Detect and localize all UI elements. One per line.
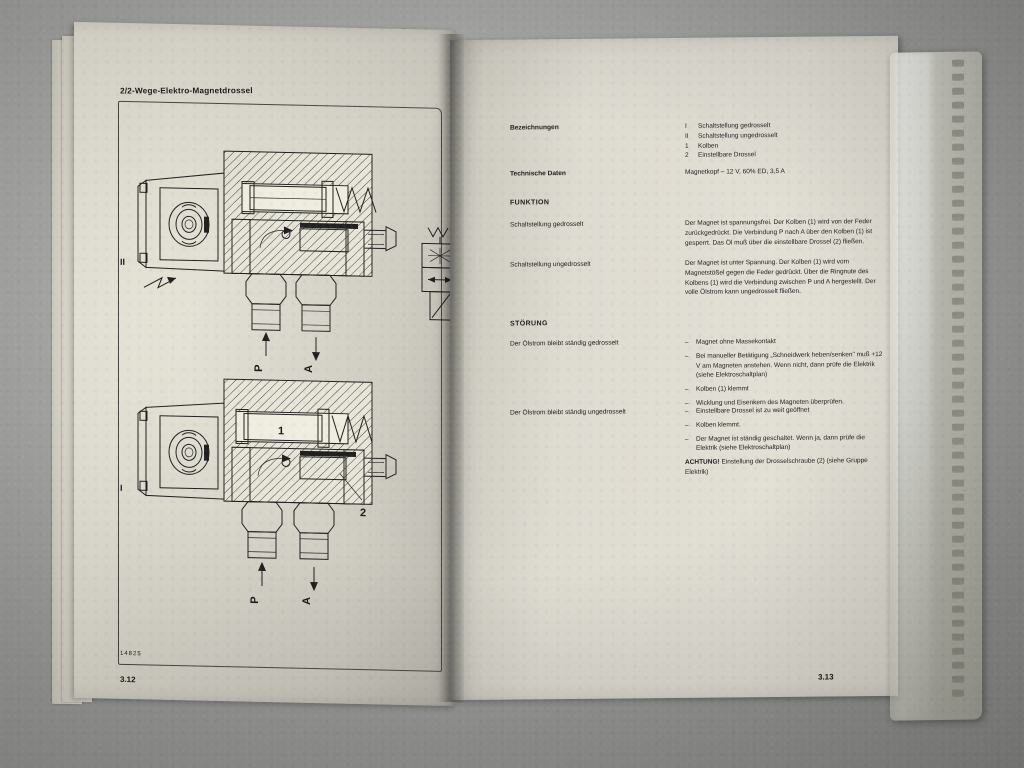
right-page: Bezeichnungen I Schaltstellung gedrossel…: [450, 35, 898, 701]
attention-note: ACHTUNG! Einstellung der Drosselschraube…: [685, 456, 885, 477]
binding-tooth: [952, 339, 964, 347]
binding-tooth: [952, 549, 964, 557]
svg-text:A: A: [303, 365, 315, 373]
binding-tooth: [952, 451, 964, 459]
funktion-entry-text: Der Magnet ist unter Spannung. Der Kolbe…: [685, 258, 876, 297]
binding-tooth: [952, 493, 964, 501]
callout-throttle-number: 2: [360, 507, 366, 519]
binding-tooth: [952, 367, 964, 375]
binding-tooth: [952, 619, 964, 627]
left-page: 2/2-Wege-Elektro-Magnetdrossel II I: [74, 21, 459, 707]
funktion-entry-label: Schaltstellung ungedrosselt: [510, 260, 591, 269]
stoerung-entry-bullets: Einstellbare Drossel ist zu weit geöffne…: [685, 405, 885, 482]
designation-key: I: [685, 122, 687, 130]
callout-piston-number: 1: [278, 425, 284, 437]
binding-tooth: [952, 311, 964, 319]
attention-label: ACHTUNG!: [685, 458, 720, 466]
binding-tooth: [952, 283, 964, 291]
binding-tooth: [952, 605, 964, 613]
binding-tooth: [952, 591, 964, 599]
binding-tooth: [952, 241, 964, 249]
technical-data-value: Magnetkopf – 12 V, 60% ED, 3,5 A: [685, 167, 785, 176]
binding-tooth: [952, 479, 964, 487]
designations-list: I Schaltstellung gedrosselt II Schaltste…: [685, 120, 885, 161]
binding-tooth: [952, 199, 964, 207]
binding-tooth: [952, 689, 964, 697]
designation-text: Einstellbare Drossel: [698, 151, 756, 160]
binding-tooth: [952, 171, 964, 179]
binding-tooth: [952, 129, 964, 137]
binding-tooth: [952, 59, 964, 67]
binding-tooth: [952, 563, 964, 571]
funktion-heading: FUNKTION: [510, 199, 550, 207]
binding-highlight: [896, 52, 932, 721]
valve-cross-section-upper: P A: [137, 150, 397, 373]
designation-text: Schaltstellung ungedrosselt: [698, 131, 778, 140]
svg-text:A: A: [301, 597, 313, 605]
bullet-item: Einstellbare Drossel ist zu weit geöffne…: [685, 405, 885, 417]
binding-tooth: [952, 395, 964, 403]
binding-tooth: [952, 227, 964, 235]
binding-tooth: [952, 143, 964, 151]
binding-tooth: [952, 577, 964, 585]
hydraulic-schematic-symbol: [421, 226, 459, 321]
binding-tooth: [952, 325, 964, 333]
comb-binding: [890, 51, 982, 721]
binding-tooth: [952, 661, 964, 669]
valve-cross-section-lower: 1 2: [137, 378, 397, 605]
binding-tooth: [952, 185, 964, 193]
binding-tooth: [952, 423, 964, 431]
state-marker-upper: II: [120, 256, 126, 267]
binding-tooth: [952, 269, 964, 277]
bullet-item: Kolben klemmt.: [685, 419, 885, 431]
binding-tooth: [952, 521, 964, 529]
technical-data-label: Technische Daten: [510, 170, 566, 178]
left-page-number: 3.12: [120, 674, 136, 685]
binding-teeth: [948, 59, 964, 712]
open-book: 2/2-Wege-Elektro-Magnetdrossel II I: [52, 16, 982, 734]
svg-text:P: P: [253, 364, 265, 372]
stoerung-entry-label: Der Ölstrom bleibt ständig ungedrosselt: [510, 408, 626, 417]
state-marker-lower: I: [120, 482, 123, 493]
binding-tooth: [952, 157, 964, 165]
binding-tooth: [952, 213, 964, 221]
binding-tooth: [952, 73, 964, 81]
stoerung-heading: STÖRUNG: [510, 320, 548, 328]
binding-tooth: [952, 255, 964, 263]
binding-tooth: [952, 437, 964, 445]
binding-tooth: [952, 535, 964, 543]
stoerung-entry-label: Der Ölstrom bleibt ständig gedrosselt: [510, 339, 619, 348]
svg-text:P: P: [249, 596, 261, 604]
designations-label: Bezeichnungen: [510, 124, 559, 132]
binding-tooth: [952, 409, 964, 417]
left-page-header: 2/2-Wege-Elektro-Magnetdrossel: [119, 86, 253, 96]
stoerung-entry-bullets: Magnet ohne Massekontakt Bei manueller B…: [685, 336, 885, 412]
bullet-item: Bei manueller Betätigung „Schneidwerk he…: [685, 350, 885, 381]
bullet-item: Kolben (1) klemmt: [685, 383, 885, 395]
bullet-item: Magnet ohne Massekontakt: [685, 336, 885, 348]
binding-tooth: [952, 465, 964, 473]
binding-tooth: [952, 353, 964, 361]
binding-tooth: [952, 647, 964, 655]
figure-code: 14825: [120, 650, 142, 658]
funktion-entry-label: Schaltstellung gedrosselt: [510, 220, 584, 229]
right-page-number: 3.13: [818, 672, 834, 682]
designation-key: 2: [685, 152, 689, 160]
designation-key: 1: [685, 142, 689, 150]
binding-tooth: [952, 381, 964, 389]
funktion-entry-text: Der Magnet ist spannungsfrei. Der Kolben…: [685, 218, 873, 247]
designation-key: II: [685, 132, 689, 140]
binding-tooth: [952, 675, 964, 683]
binding-tooth: [952, 297, 964, 305]
binding-tooth: [952, 633, 964, 641]
designation-text: Kolben: [698, 142, 719, 150]
binding-tooth: [952, 507, 964, 515]
binding-tooth: [952, 115, 964, 123]
binding-tooth: [952, 87, 964, 95]
binding-tooth: [952, 101, 964, 109]
bullet-item: Der Magnet ist ständig geschaltet. Wenn …: [685, 432, 885, 453]
